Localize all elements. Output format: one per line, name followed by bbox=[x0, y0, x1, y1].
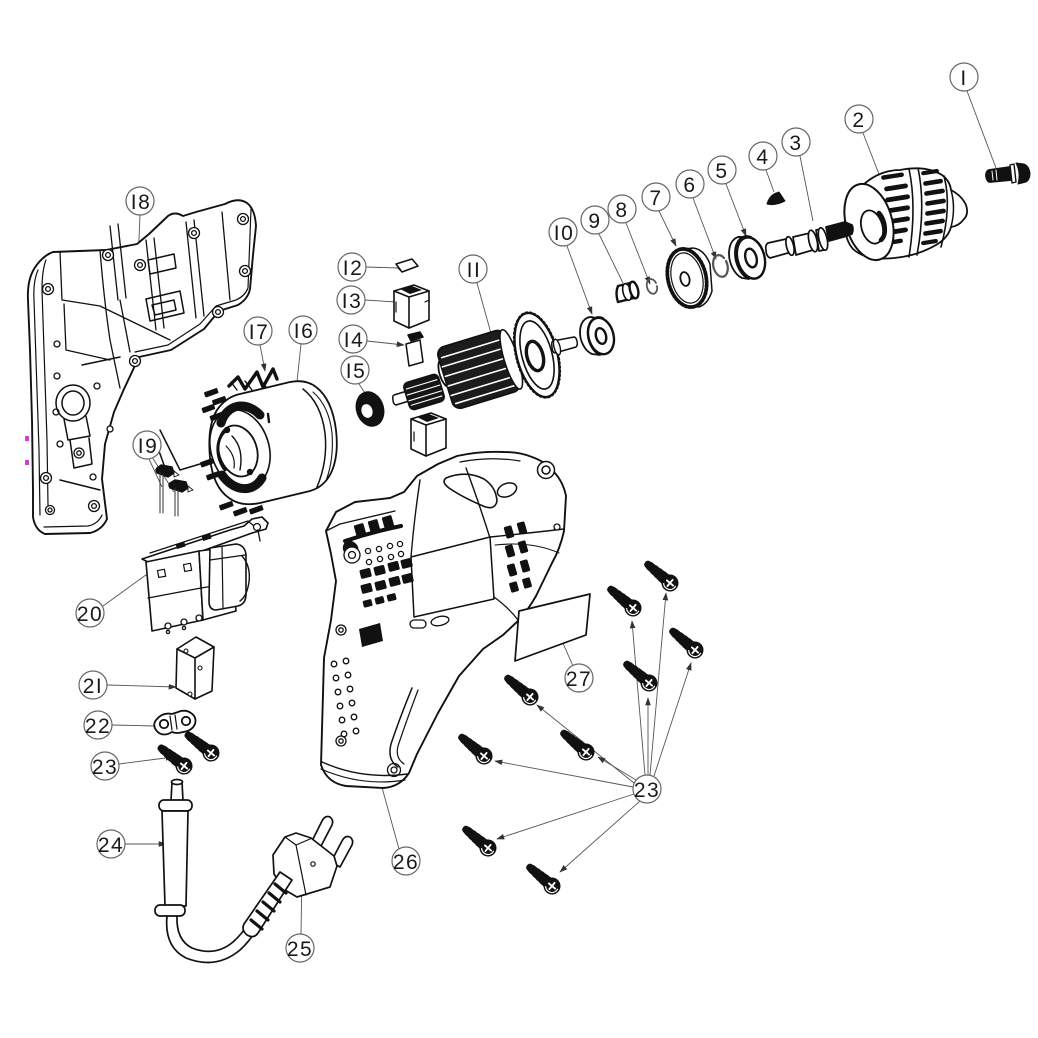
svg-text:20: 20 bbox=[77, 603, 103, 626]
svg-text:5: 5 bbox=[715, 160, 728, 183]
svg-text:27: 27 bbox=[566, 668, 592, 691]
svg-text:I7: I7 bbox=[249, 321, 270, 344]
svg-text:I2: I2 bbox=[343, 257, 364, 280]
svg-text:7: 7 bbox=[649, 187, 662, 210]
svg-text:23: 23 bbox=[92, 756, 118, 779]
svg-text:3: 3 bbox=[789, 132, 802, 155]
svg-text:II: II bbox=[467, 259, 482, 282]
svg-text:I6: I6 bbox=[294, 320, 315, 343]
svg-text:25: 25 bbox=[287, 938, 313, 961]
svg-text:I: I bbox=[960, 67, 967, 90]
svg-text:23: 23 bbox=[634, 779, 660, 802]
svg-text:I4: I4 bbox=[344, 329, 365, 352]
svg-text:9: 9 bbox=[588, 210, 601, 233]
svg-text:4: 4 bbox=[756, 146, 769, 169]
svg-text:I0: I0 bbox=[554, 222, 575, 245]
svg-text:26: 26 bbox=[393, 851, 419, 874]
svg-text:6: 6 bbox=[683, 174, 696, 197]
svg-text:22: 22 bbox=[85, 715, 111, 738]
svg-text:I9: I9 bbox=[138, 435, 159, 458]
svg-text:I3: I3 bbox=[342, 290, 363, 313]
svg-text:8: 8 bbox=[615, 199, 628, 222]
svg-text:24: 24 bbox=[98, 834, 124, 857]
svg-text:2I: 2I bbox=[83, 675, 104, 698]
svg-text:2: 2 bbox=[852, 109, 865, 132]
svg-text:I5: I5 bbox=[346, 360, 367, 383]
svg-text:I8: I8 bbox=[131, 191, 152, 214]
